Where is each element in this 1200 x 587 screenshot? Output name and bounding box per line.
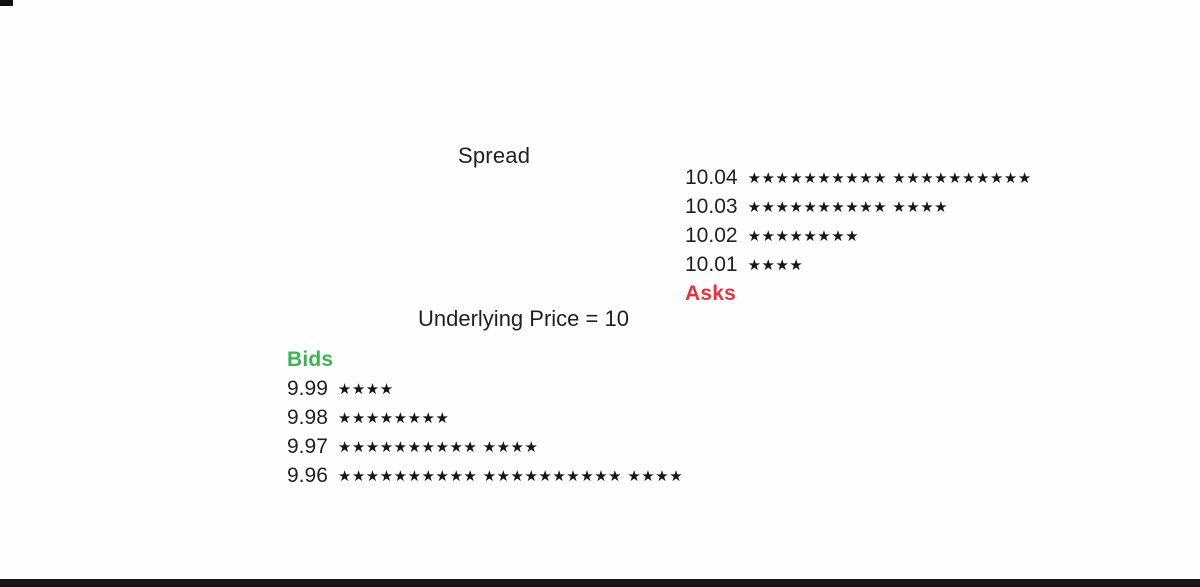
bid-row: 9.98 ★★★★★★★★ [287,403,683,432]
ask-row: 10.01 ★★★★ [685,250,1032,279]
ask-row: 10.02 ★★★★★★★★ [685,221,1032,250]
bid-depth-stars: ★★★★★★★★★★ ★★★★ [337,438,539,456]
bid-row: 9.96 ★★★★★★★★★★ ★★★★★★★★★★ ★★★★ [287,461,683,490]
ask-row: 10.03 ★★★★★★★★★★ ★★★★ [685,192,1032,221]
bid-price: 9.99 [287,376,328,400]
bid-depth-stars: ★★★★★★★★ [337,409,450,427]
screen-artifact-top-left [0,0,13,6]
bid-depth-stars: ★★★★★★★★★★ ★★★★★★★★★★ ★★★★ [337,467,684,485]
bid-depth-stars: ★★★★ [337,380,394,398]
spread-title: Spread [458,143,531,168]
bids-label: Bids [287,347,334,371]
underlying-price-label: Underlying Price = 10 [418,306,629,331]
ask-price: 10.03 [685,194,738,218]
ask-price: 10.02 [685,223,738,247]
bids-section: Bids 9.99 ★★★★ 9.98 ★★★★★★★★ 9.97 ★★★★★★… [287,345,683,490]
ask-depth-stars: ★★★★ [747,256,804,274]
asks-section: 10.04 ★★★★★★★★★★ ★★★★★★★★★★ 10.03 ★★★★★★… [685,163,1032,308]
bid-row: 9.97 ★★★★★★★★★★ ★★★★ [287,432,683,461]
ask-depth-stars: ★★★★★★★★★★ ★★★★ [747,198,949,216]
ask-row: 10.04 ★★★★★★★★★★ ★★★★★★★★★★ [685,163,1032,192]
bid-price: 9.97 [287,434,328,458]
bottom-bar [0,579,1200,587]
ask-price: 10.04 [685,165,738,189]
bid-price: 9.98 [287,405,328,429]
asks-label: Asks [685,281,737,305]
ask-depth-stars: ★★★★★★★★★★ ★★★★★★★★★★ [747,169,1032,187]
ask-price: 10.01 [685,252,738,276]
ask-depth-stars: ★★★★★★★★ [747,227,860,245]
bid-row: 9.99 ★★★★ [287,374,683,403]
bid-price: 9.96 [287,463,328,487]
